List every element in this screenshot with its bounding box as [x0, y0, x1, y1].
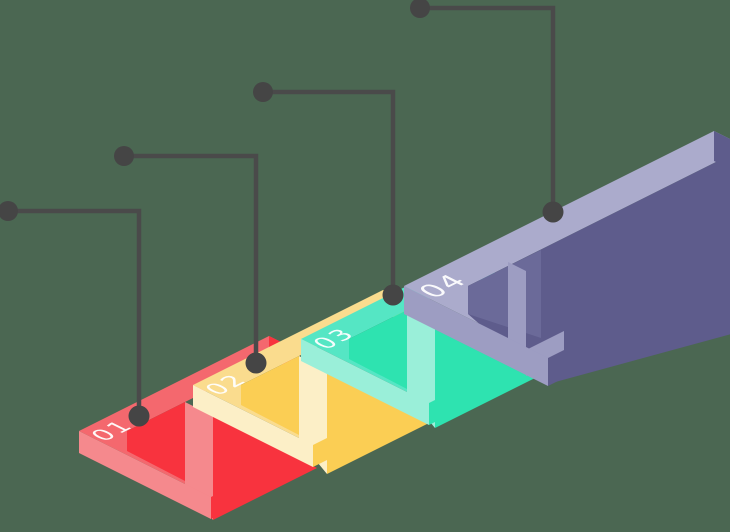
callout-01-origin-dot — [0, 201, 18, 221]
callout-02-origin-dot — [114, 146, 134, 166]
step-04-end-cap-upper — [714, 131, 730, 169]
step-04-front-wall — [404, 286, 548, 386]
step-03-end-cap-lower — [429, 391, 453, 425]
callout-04-origin-dot — [410, 0, 430, 18]
step-01-front-wall — [79, 431, 211, 519]
step-02-front-wall — [193, 385, 313, 467]
step-01-top-face — [79, 336, 293, 497]
callout-04-line — [420, 5, 556, 212]
callout-03 — [253, 82, 404, 306]
callout-03-target-dot — [382, 284, 404, 306]
callout-02 — [114, 146, 267, 374]
step-02-tall-face — [327, 370, 431, 474]
callout-01-line — [8, 208, 142, 416]
callout-01-target-dot — [128, 405, 150, 427]
step-01: 01 — [79, 336, 317, 520]
step-01-tall-face — [213, 416, 317, 520]
step-03: 03 — [301, 254, 539, 428]
callout-01 — [0, 201, 150, 427]
step-01-end-cap-lower — [211, 485, 235, 519]
callout-04-target-dot — [542, 201, 564, 223]
step-01-notch-face — [127, 402, 185, 481]
callout-02-target-dot — [245, 352, 267, 374]
step-04: 04 — [404, 131, 730, 386]
step-02-end-cap-lower — [313, 433, 337, 467]
step-04-end-cap-lower — [548, 342, 580, 386]
callout-03-origin-dot — [253, 82, 273, 102]
step-02-notch-face — [241, 356, 299, 435]
step-03-front-wall — [301, 339, 429, 425]
step-04-fold-column — [508, 262, 526, 350]
callout-02-line — [124, 153, 259, 363]
step-03-notch-face — [349, 310, 407, 389]
callout-04 — [410, 0, 564, 223]
step-04-top-face — [404, 131, 730, 358]
step-03-tall-face — [435, 324, 539, 428]
callout-03-line — [263, 89, 396, 295]
